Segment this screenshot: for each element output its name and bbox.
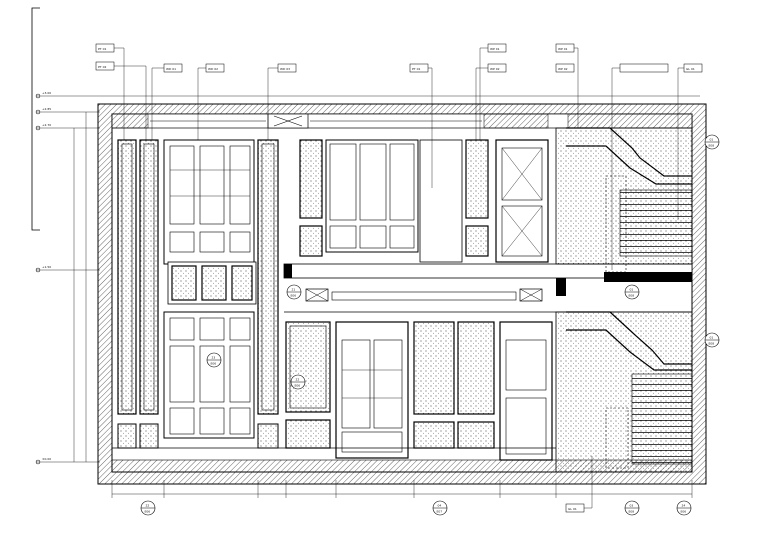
door-lower (499, 321, 553, 461)
section-bubble: 22 E06 (140, 500, 156, 516)
level-label: +3.00 (42, 91, 51, 95)
svg-text:E08: E08 (629, 510, 635, 514)
svg-text:22: 22 (146, 504, 150, 508)
level-label: +1.50 (42, 265, 51, 269)
svg-text:PT 02: PT 02 (98, 65, 107, 69)
svg-text:WD 02: WD 02 (208, 67, 218, 71)
section-bubble: 22 E06 (290, 374, 306, 390)
svg-text:E06: E06 (681, 510, 687, 514)
svg-text:PT 01: PT 01 (412, 67, 421, 71)
callout-tag: WP 01 (479, 43, 507, 140)
svg-text:E06: E06 (211, 362, 217, 366)
section-bubble: 23 E06 (206, 352, 222, 368)
section-bubble: 01 E08 (704, 332, 720, 348)
svg-text:23: 23 (212, 356, 216, 360)
door-upper (495, 139, 549, 263)
level-label: ±0.00 (42, 457, 51, 461)
callout-tag: GL 01 (677, 63, 703, 220)
svg-text:E07: E07 (437, 510, 443, 514)
callout-tag: WP 01 (555, 43, 579, 128)
callout-tag: WD 01 (151, 63, 183, 140)
sheet-frame-bracket (31, 7, 40, 231)
cabinet-lower-center (285, 321, 495, 459)
section-bubble: 21 E06 (286, 284, 302, 300)
callout-tag: PT 01 (95, 43, 125, 140)
svg-text:GL 01: GL 01 (568, 507, 577, 511)
svg-text:E08: E08 (709, 144, 715, 148)
svg-text:WD 03: WD 03 (280, 67, 290, 71)
stair-lower (555, 311, 693, 473)
svg-text:E06: E06 (145, 510, 151, 514)
level-label: +2.85 (42, 107, 51, 111)
callout-tag: WP 02 (555, 63, 575, 73)
section-bubble: 03 E08 (624, 500, 640, 516)
pilaster-middle (257, 139, 279, 449)
svg-text:24: 24 (682, 504, 686, 508)
callout-tags-top: PT 01 PT 02 WD 01 WD 02 WD 03 (95, 43, 703, 270)
cabinet-upper-center (299, 139, 489, 263)
svg-text:04: 04 (438, 504, 442, 508)
cabinet-upper-left (163, 139, 255, 265)
level-markers: +3.00 +2.85 +2.70 +1.50 ±0.00 (35, 91, 700, 465)
section-bubble: 04 E07 (432, 500, 448, 516)
section-bubble: 01 E08 (624, 284, 640, 300)
pilaster-left (117, 139, 159, 449)
svg-text:01: 01 (630, 288, 634, 292)
section-bubble: 01 E08 (704, 134, 720, 150)
floor-hatch (111, 459, 693, 473)
svg-text:E08: E08 (709, 342, 715, 346)
svg-text:03: 03 (630, 504, 634, 508)
callout-tag: PT 01 (409, 63, 433, 188)
dimension-string (111, 480, 693, 498)
cabinet-drawers-left (167, 261, 257, 305)
svg-text:WP 01: WP 01 (558, 47, 568, 51)
cabinet-lower-left (163, 311, 255, 439)
stair-upper (555, 127, 693, 273)
level-label: +2.70 (42, 123, 51, 127)
svg-text:01: 01 (710, 336, 714, 340)
section-bubble: 24 E06 (676, 500, 692, 516)
svg-text:WP 01: WP 01 (490, 47, 500, 51)
callout-tag: WD 03 (267, 63, 297, 140)
callout-tag-bottom: GL 01 (565, 456, 593, 513)
svg-text:PT 01: PT 01 (98, 47, 107, 51)
svg-text:01: 01 (710, 138, 714, 142)
svg-text:WP 02: WP 02 (490, 67, 500, 71)
svg-text:22: 22 (296, 378, 300, 382)
svg-text:E06: E06 (295, 384, 301, 388)
svg-text:WP 02: WP 02 (558, 67, 568, 71)
svg-text:GL 01: GL 01 (686, 67, 695, 71)
svg-text:21: 21 (292, 288, 296, 292)
french-door (335, 321, 409, 459)
svg-text:WD 01: WD 01 (166, 67, 176, 71)
svg-text:E06: E06 (291, 294, 297, 298)
svg-text:E08: E08 (629, 294, 635, 298)
callout-tag: WP 02 (475, 63, 507, 140)
callout-tag: PT 02 (95, 61, 147, 140)
callout-tag: WD 02 (197, 63, 225, 140)
